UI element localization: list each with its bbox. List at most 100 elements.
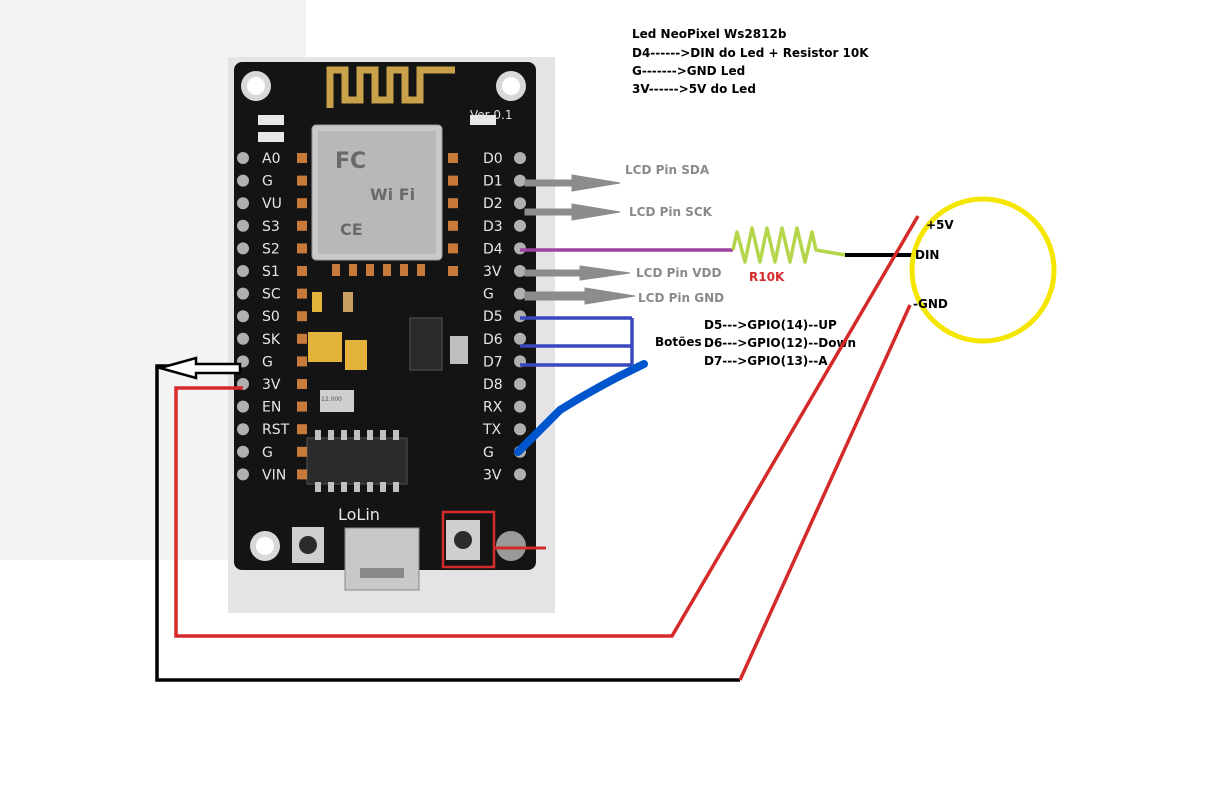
module-wifi-text: Wi Fi: [370, 185, 415, 204]
left-pin: [237, 174, 249, 187]
left-pin-label: A0: [262, 151, 280, 167]
power-5v-wire: [174, 215, 920, 638]
module-pad: [448, 243, 458, 254]
right-pin: [514, 423, 526, 436]
lcd-vdd-arrow: [524, 265, 631, 281]
button-gnd-wire: [514, 360, 648, 456]
right-pin-label: D5: [483, 309, 503, 325]
lcd-sda-arrow: [524, 174, 621, 192]
right-pin: [514, 332, 526, 345]
left-pin-label: S2: [262, 241, 280, 257]
brand-label: LoLin: [338, 505, 380, 524]
tantalum-cap: [308, 332, 342, 362]
right-pin-label: D6: [483, 332, 503, 348]
module-pad: [297, 446, 307, 457]
right-pin-label: D1: [483, 174, 503, 190]
module-pad: [297, 243, 307, 254]
lcd-sck-label: LCD Pin SCK: [629, 205, 713, 219]
left-pin: [237, 423, 249, 436]
left-pin: [237, 310, 249, 323]
left-pin: [237, 445, 249, 458]
left-pin-label: S1: [262, 264, 280, 280]
left-pin: [237, 265, 249, 277]
lcd-arrows: [524, 174, 636, 305]
right-pin-label: D7: [483, 354, 503, 370]
right-pin-label: D3: [483, 219, 503, 235]
antenna-trace: [326, 66, 455, 108]
right-pin-label: D4: [483, 241, 503, 257]
regulator-chip: [409, 317, 443, 371]
module-pad: [448, 175, 458, 186]
module-pad: [297, 333, 307, 344]
right-pin-label: 3V: [483, 467, 502, 483]
left-pin-label: S3: [262, 219, 280, 235]
module-pad: [297, 379, 307, 389]
right-pin: [514, 152, 526, 164]
title-note: Led NeoPixel Ws2812b D4------>DIN do Led…: [632, 27, 869, 96]
led-5v-label: +5V: [926, 218, 954, 232]
right-pin-label: D8: [483, 377, 503, 393]
right-pin-label: D2: [483, 196, 503, 212]
module-pad: [297, 266, 307, 276]
nodemcu-board: FC Wi Fi CE: [228, 57, 555, 613]
lcd-gnd-arrow: [524, 287, 636, 305]
lcd-sck-arrow: [524, 203, 621, 221]
left-pin: [237, 332, 249, 345]
module-pad: [448, 153, 458, 163]
title-note-line: 3V------>5V do Led: [632, 82, 756, 96]
right-pin-label: 3V: [483, 264, 502, 280]
right-pin: [514, 265, 526, 277]
flash-button-highlight: [441, 510, 496, 569]
resistor-label: R10K: [749, 270, 785, 284]
lcd-vdd-label: LCD Pin VDD: [636, 266, 721, 280]
module-pad: [297, 288, 307, 299]
left-pin-label: G: [262, 174, 273, 190]
left-pin: [237, 287, 249, 300]
right-pin: [514, 468, 526, 481]
right-pin-label: TX: [482, 422, 502, 438]
module-fc-text: FC: [335, 149, 366, 174]
module-pad: [297, 401, 307, 412]
left-pin: [237, 152, 249, 164]
left-pin-label: VIN: [262, 467, 286, 483]
resistor-10k: [731, 226, 846, 264]
tantalum-cap: [345, 340, 367, 370]
micro-usb-port: [344, 527, 420, 591]
module-pad: [297, 175, 307, 186]
right-pin: [514, 219, 526, 232]
module-pad: [297, 356, 307, 367]
right-pin: [514, 197, 526, 210]
title-note-title: Led NeoPixel Ws2812b: [632, 27, 787, 41]
ground-arrow-icon: [155, 356, 242, 380]
button-map-line: D5--->GPIO(14)--UP: [704, 318, 837, 332]
left-pin-label: VU: [262, 196, 282, 212]
right-pin: [514, 174, 526, 187]
right-pin: [514, 400, 526, 413]
module-pad: [297, 469, 307, 480]
button-map-line: D7--->GPIO(13)--A: [704, 354, 828, 368]
left-pin: [237, 219, 249, 232]
left-pin-label: EN: [262, 400, 281, 416]
left-pin: [237, 242, 249, 255]
crystal: [320, 390, 354, 412]
button-map-line: D6--->GPIO(12)--Down: [704, 336, 856, 350]
left-pin-label: G: [262, 445, 273, 461]
right-pin-label: G: [483, 445, 494, 461]
module-pad: [448, 198, 458, 209]
right-pin: [514, 287, 526, 300]
left-pin-label: SK: [262, 332, 281, 348]
title-note-line: D4------>DIN do Led + Resistor 10K: [632, 46, 869, 60]
led-din-label: DIN: [915, 248, 939, 262]
led-gnd-wire: [738, 304, 912, 681]
left-pin: [237, 468, 249, 481]
module-pad: [297, 198, 307, 209]
module-pad: [297, 311, 307, 322]
neopixel-led-ring: [909, 196, 1057, 344]
button-wires: [520, 316, 634, 367]
mount-hole: [496, 531, 526, 561]
lcd-gnd-label: LCD Pin GND: [638, 291, 724, 305]
lcd-sda-label: LCD Pin SDA: [625, 163, 710, 177]
right-pin-label: RX: [483, 400, 503, 416]
